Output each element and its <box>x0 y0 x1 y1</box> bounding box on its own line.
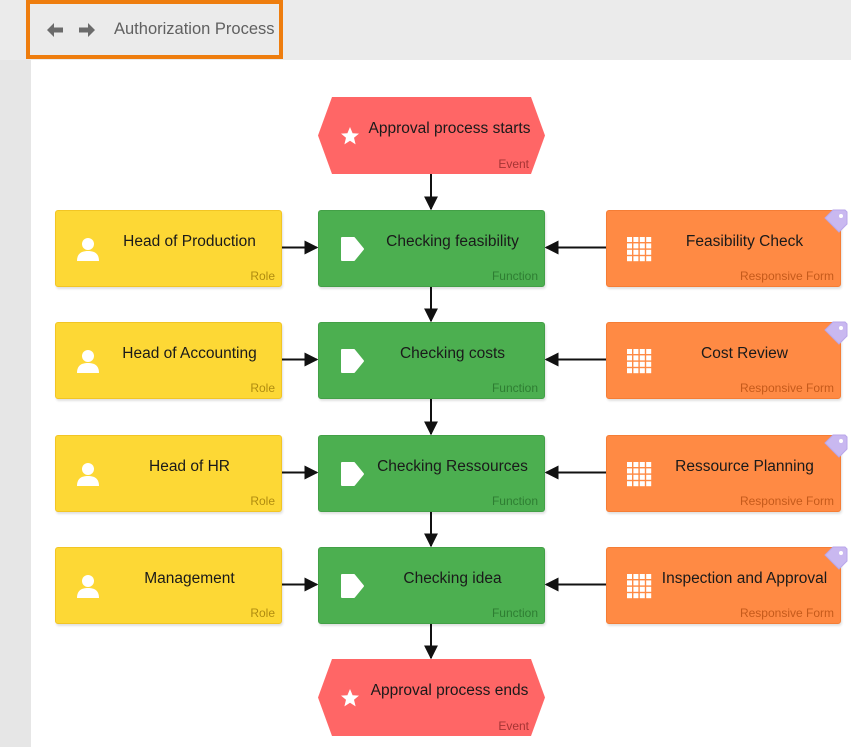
diagram-canvas <box>31 60 851 747</box>
responsive-form-node-label: Cost Review <box>701 345 788 362</box>
responsive-form-node-label: Ressource Planning <box>675 458 814 475</box>
start-event-node-label: Approval process starts <box>368 120 531 137</box>
function-node-label: Checking feasibility <box>386 233 519 250</box>
grid-icon <box>625 347 653 375</box>
breadcrumb-bar: Authorization Process <box>26 0 283 59</box>
role-node[interactable]: Head of HR Role <box>55 435 282 512</box>
tag-icon <box>823 433 849 459</box>
end-event-node-label: Approval process ends <box>370 682 529 699</box>
tag-icon <box>823 208 849 234</box>
star-icon <box>340 126 360 146</box>
role-node-label: Head of HR <box>149 458 230 475</box>
responsive-form-node-label: Inspection and Approval <box>661 570 828 587</box>
person-icon <box>74 347 102 375</box>
person-icon <box>74 572 102 600</box>
tag-icon <box>823 320 849 346</box>
start-event-node-shape[interactable] <box>318 97 545 174</box>
role-node-label: Head of Production <box>123 233 256 250</box>
function-node-label: Checking costs <box>399 345 506 362</box>
play-icon <box>337 347 365 375</box>
grid-icon <box>625 460 653 488</box>
person-icon <box>74 460 102 488</box>
role-node-type: Role <box>250 269 275 283</box>
function-node-label: Checking Ressources <box>377 458 528 475</box>
arrow-right-icon[interactable] <box>76 19 98 41</box>
play-icon <box>337 235 365 263</box>
star-icon <box>340 688 360 708</box>
function-node-type: Function <box>491 381 538 395</box>
role-node-type: Role <box>250 381 275 395</box>
page-title: Authorization Process <box>114 20 275 38</box>
grid-icon <box>625 235 653 263</box>
end-event-node-type: Event <box>498 719 529 733</box>
responsive-form-node-type: Responsive Form <box>739 606 834 620</box>
role-node-label: Management <box>144 570 235 587</box>
role-node-label: Head of Accounting <box>122 345 257 362</box>
play-icon <box>337 572 365 600</box>
play-icon <box>337 460 365 488</box>
function-node-type: Function <box>491 606 538 620</box>
role-node-type: Role <box>250 494 275 508</box>
person-icon <box>74 235 102 263</box>
role-node-type: Role <box>250 606 275 620</box>
responsive-form-node-type: Responsive Form <box>739 269 834 283</box>
left-sidebar-strip <box>0 60 31 747</box>
responsive-form-node-type: Responsive Form <box>739 381 834 395</box>
start-event-node-type: Event <box>498 157 529 171</box>
connectors <box>282 174 606 660</box>
function-node-label: Checking idea <box>403 570 502 587</box>
function-node-type: Function <box>491 494 538 508</box>
grid-icon <box>625 572 653 600</box>
tag-icon <box>823 545 849 571</box>
arrow-left-icon[interactable] <box>44 19 66 41</box>
function-node-type: Function <box>491 269 538 283</box>
end-event-node-shape[interactable] <box>318 659 545 736</box>
responsive-form-node-label: Feasibility Check <box>685 233 804 250</box>
responsive-form-node-type: Responsive Form <box>739 494 834 508</box>
